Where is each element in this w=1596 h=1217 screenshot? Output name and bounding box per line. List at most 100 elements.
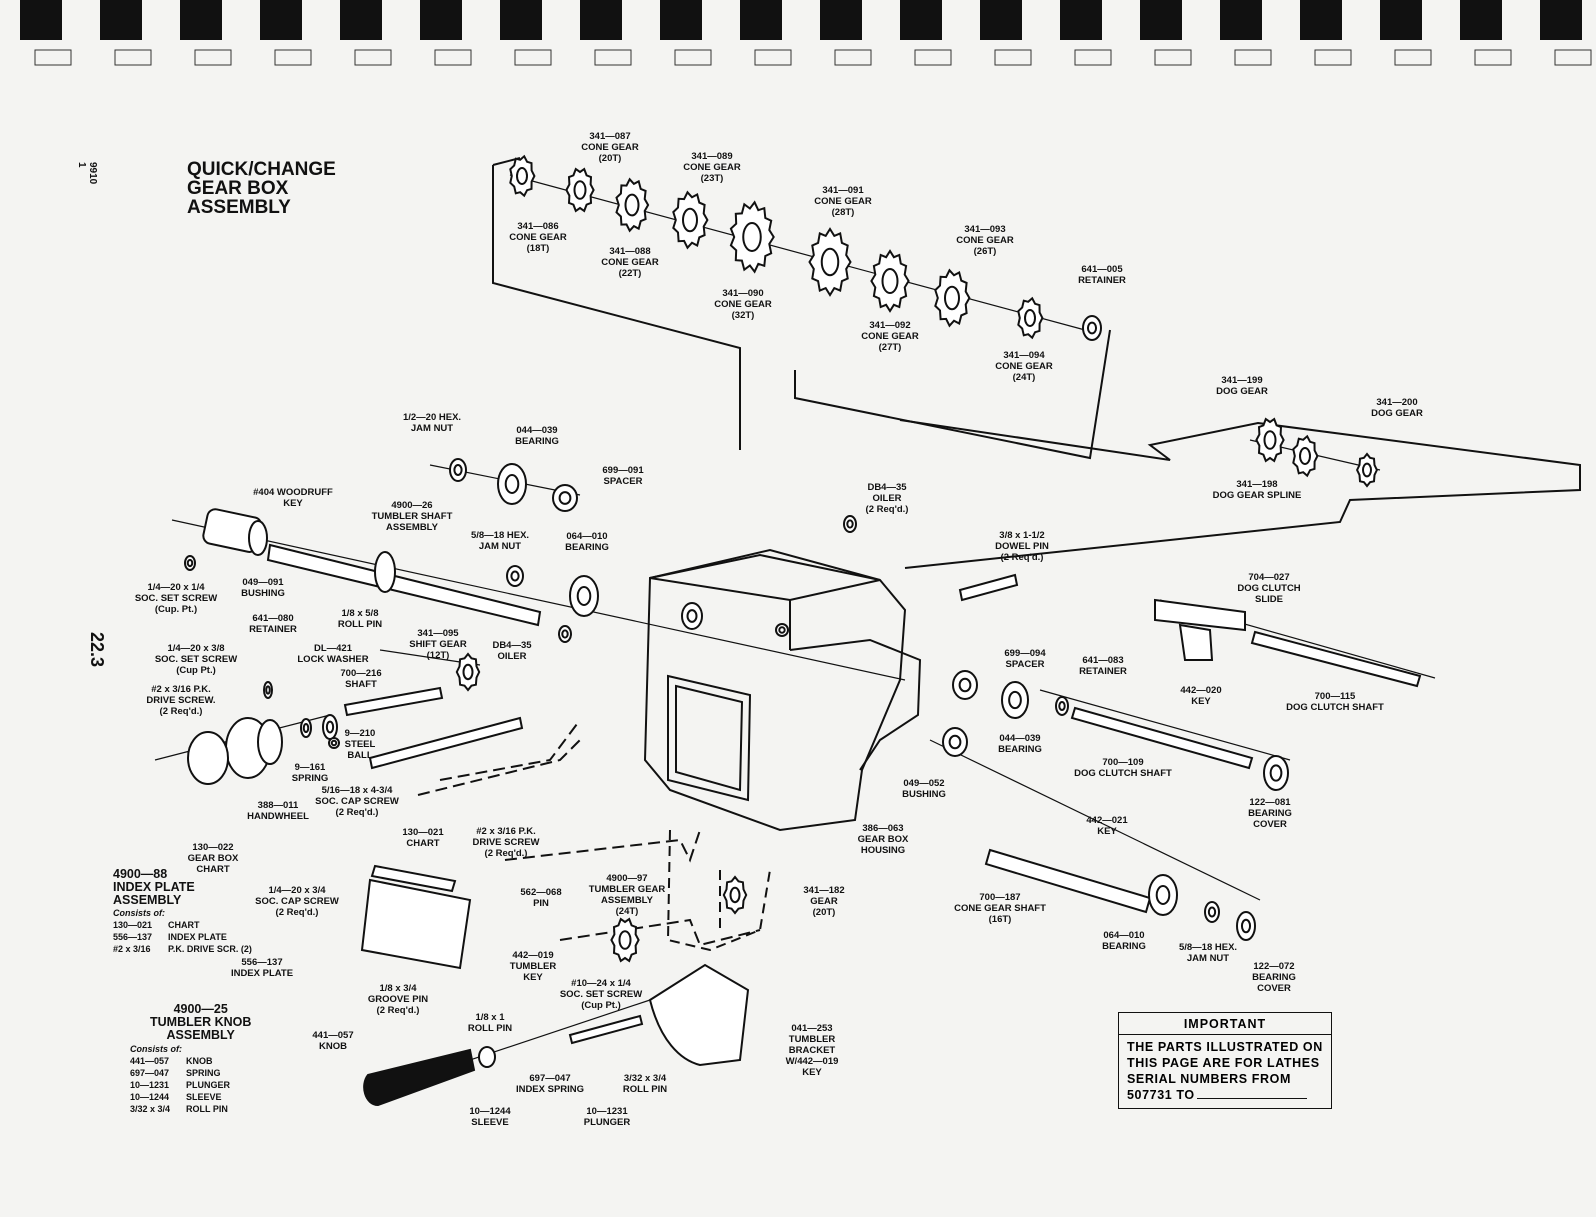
binder-slot <box>274 49 312 66</box>
serial-blank <box>1196 1088 1307 1099</box>
callout-049-091: 049—091 BUSHING <box>241 577 285 599</box>
callout-db4-35-b: DB4—35 OILER <box>492 640 532 662</box>
part-description: KNOB <box>186 1056 213 1066</box>
part-number: 130—021 <box>113 920 153 930</box>
round-part-bore <box>330 739 338 747</box>
part-description: PLUNGER <box>186 1080 231 1090</box>
binder-tab <box>1460 0 1502 40</box>
tumbler-knob-assembly-title: 4900—25 TUMBLER KNOB ASSEMBLY <box>150 1002 252 1042</box>
tumbler-shaft-axis <box>171 519 906 681</box>
gear <box>565 167 595 213</box>
serial-from: 507731 TO <box>1127 1088 1195 1102</box>
binder-tab <box>1140 0 1182 40</box>
gear-box-housing <box>643 553 907 832</box>
callout-9-161: 9—161 SPRING <box>291 762 329 784</box>
binder-tab <box>980 0 1022 40</box>
callout-341-089: 341—089 CONE GEAR (23T) <box>683 151 741 184</box>
binder-tab <box>820 0 862 40</box>
gear-bore <box>944 285 960 311</box>
round-part-bore <box>1207 906 1217 918</box>
callout-jam-nut-1-2: 1/2—20 HEX. JAM NUT <box>402 412 462 434</box>
dowel-pin <box>958 573 1019 602</box>
binder-slot <box>674 49 712 66</box>
callout-10-1231: 10—1231 PLUNGER <box>583 1106 631 1128</box>
binder-slot <box>114 49 152 66</box>
parts-row: #2 x 3/16 P.K. DRIVE SCR. (2) <box>113 943 268 955</box>
callout-4900-26: 4900—26 TUMBLER SHAFT ASSEMBLY <box>371 500 453 533</box>
gear-train-axis <box>509 174 1086 331</box>
parts-row: 10—1231 PLUNGER <box>130 1079 246 1091</box>
binder-tab <box>20 0 62 40</box>
callout-442-020: 442—020 KEY <box>1180 685 1222 707</box>
gear-bore <box>881 268 899 294</box>
binder-tab <box>1060 0 1102 40</box>
callout-341-088: 341—088 CONE GEAR (22T) <box>601 246 659 279</box>
consists-label: Consists of: <box>113 908 166 918</box>
binder-tab <box>1380 0 1422 40</box>
binder-slot <box>194 49 232 66</box>
binder-slot <box>514 49 552 66</box>
gear-bore <box>1024 309 1036 327</box>
part-number: 441—057 <box>130 1056 170 1066</box>
part-description: SLEEVE <box>186 1092 222 1102</box>
callout-jam-nut-5-8-b: 5/8—18 HEX. JAM NUT <box>1178 942 1238 964</box>
callout-pk-drive-screw-b: #2 x 3/16 P.K. DRIVE SCREW (2 Req'd.) <box>472 826 540 859</box>
round-part-bore <box>1086 321 1098 335</box>
binder-slot <box>34 49 72 66</box>
housing-window <box>667 674 752 802</box>
dog-clutch-shaft-axis <box>1039 689 1291 761</box>
dashed-box-lower <box>666 829 771 952</box>
cone-gear-shaft-700-187 <box>984 848 1152 914</box>
callout-341-198: 341—198 DOG GEAR SPLINE <box>1212 479 1302 501</box>
round-part-bore <box>325 720 335 734</box>
binder-slot <box>594 49 632 66</box>
round-part-bore <box>1240 918 1252 934</box>
callout-dl-421: DL—421 LOCK WASHER <box>297 643 369 665</box>
callout-641-005: 641—005 RETAINER <box>1078 264 1126 286</box>
tumbler-shaft <box>266 543 542 627</box>
callout-10-1244: 10—1244 SLEEVE <box>469 1106 511 1128</box>
callout-341-094: 341—094 CONE GEAR (24T) <box>995 350 1053 383</box>
part-description: ROLL PIN <box>186 1104 228 1114</box>
binder-tab <box>1300 0 1342 40</box>
binder-slot <box>994 49 1032 66</box>
callout-4900-97: 4900—97 TUMBLER GEAR ASSEMBLY (24T) <box>588 873 666 917</box>
part-number: 10—1231 <box>130 1080 170 1090</box>
binder-slot <box>1314 49 1352 66</box>
gear <box>1255 417 1285 463</box>
callout-700-216: 700—216 SHAFT <box>340 668 382 690</box>
callout-db4-35-a: DB4—35 OILER (2 Req'd.) <box>865 482 909 515</box>
important-notice: IMPORTANT THE PARTS ILLUSTRATED ON THIS … <box>1118 1012 1332 1109</box>
callout-cap-screw-5-16: 5/16—18 x 4-3/4 SOC. CAP SCREW (2 Req'd.… <box>315 785 399 818</box>
tumbler-bracket <box>648 963 750 1067</box>
round-part-bore <box>958 677 972 693</box>
callout-341-182: 341—182 GEAR (20T) <box>803 885 845 918</box>
callout-641-080: 641—080 RETAINER <box>249 613 297 635</box>
gear <box>870 249 910 313</box>
part-number: #2 x 3/16 <box>113 944 151 954</box>
gear-bore <box>1299 447 1311 465</box>
callout-442-019: 442—019 TUMBLER KEY <box>509 950 557 983</box>
callout-699-091: 699—091 SPACER <box>602 465 644 487</box>
shaft-700-216 <box>343 686 444 717</box>
binder-tab <box>580 0 622 40</box>
callout-041-253: 041—253 TUMBLER BRACKET W/442—019 KEY <box>785 1023 839 1078</box>
part-number: 3/32 x 3/4 <box>130 1104 171 1114</box>
binder-slot <box>754 49 792 66</box>
dog-clutch-slide <box>1154 598 1246 661</box>
binder-slot <box>1234 49 1272 66</box>
gear-bore <box>462 663 474 681</box>
round-part-bore <box>510 570 520 582</box>
callout-388-011: 388—011 HANDWHEEL <box>247 800 309 822</box>
callout-341-091: 341—091 CONE GEAR (28T) <box>814 185 872 218</box>
part-description: P.K. DRIVE SCR. (2) <box>168 944 252 954</box>
gear <box>808 227 852 297</box>
callout-386-063: 386—063 GEAR BOX HOUSING <box>857 823 909 856</box>
callout-341-090: 341—090 CONE GEAR (32T) <box>714 288 772 321</box>
